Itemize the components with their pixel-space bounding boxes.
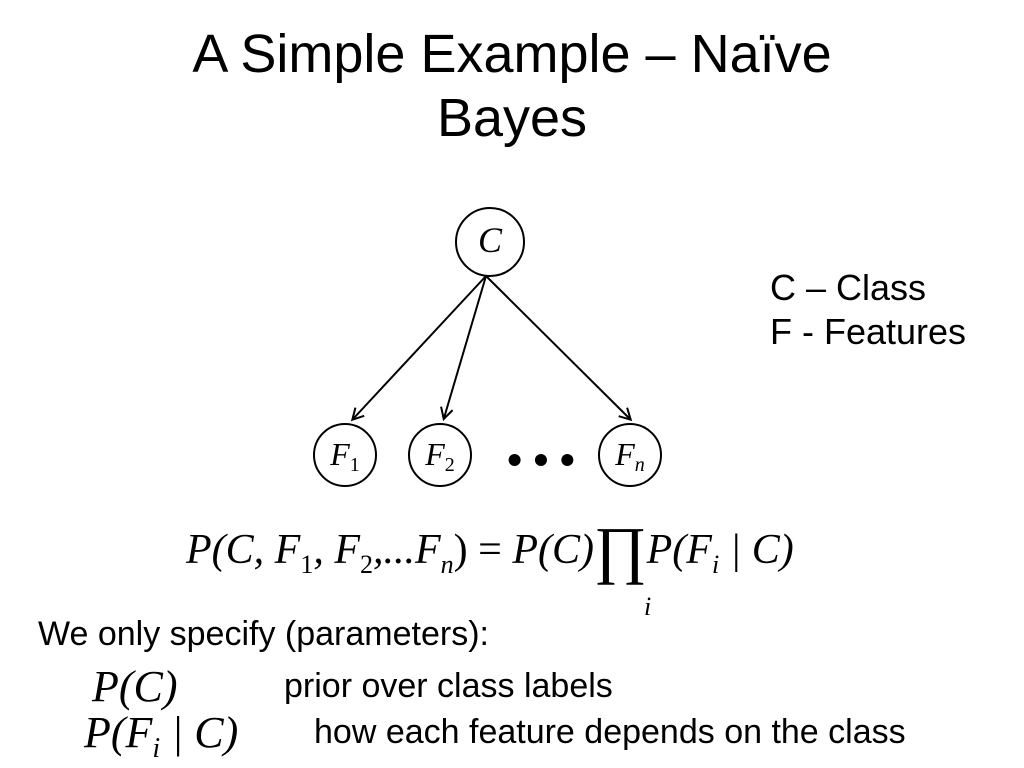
node-feature-n: [598, 423, 662, 487]
eq-equals: =: [467, 527, 513, 573]
node-feature-n-label: Fn: [614, 436, 645, 476]
param-likelihood-close: | C): [160, 708, 239, 757]
param-likelihood-open: P(F: [84, 708, 153, 757]
eq-prior: P(C): [512, 527, 594, 573]
node-feature-1-index: 1: [350, 454, 360, 476]
node-feature-n-letter: F: [614, 436, 635, 472]
eq-lhs-mid-2: ,...F: [372, 527, 441, 573]
eq-lhs-mid-1: , F: [313, 527, 360, 573]
eq-lhs-open: P(C, F: [186, 527, 301, 573]
node-feature-2-letter: F: [424, 436, 445, 472]
eq-likelihood-open: P(F: [646, 527, 712, 573]
node-class-label: C: [478, 220, 503, 260]
node-feature-2-index: 2: [445, 454, 455, 476]
slide-title-line-1: A Simple Example – Naïve: [192, 24, 832, 84]
eq-product-symbol: ∏: [593, 514, 647, 585]
slide-title: A Simple Example – Naïve Bayes: [0, 22, 1024, 150]
eq-product-index: i: [644, 592, 652, 621]
node-class-c: [455, 207, 525, 277]
param-likelihood-expression: P(Fi | C): [84, 708, 239, 763]
param-prior-expression: P(C): [92, 662, 178, 712]
eq-likelihood-close: | C): [719, 527, 794, 573]
param-prior-expr: P(C): [92, 662, 178, 711]
eq-lhs-sub-1: 1: [300, 550, 314, 579]
legend-class: C – Class: [770, 267, 927, 308]
eq-lhs-close: ): [453, 527, 468, 573]
node-ellipsis: • • •: [507, 436, 574, 483]
parameters-intro: We only specify (parameters):: [38, 615, 489, 653]
param-prior-description: prior over class labels: [284, 667, 613, 705]
param-likelihood-sub: i: [152, 733, 161, 764]
eq-lhs-sub-2: 2: [359, 550, 373, 579]
node-feature-n-index: n: [635, 454, 645, 476]
eq-likelihood-sub: i: [711, 550, 720, 579]
node-feature-2-label: F2: [424, 436, 455, 476]
edge-c-to-f2: [444, 275, 487, 418]
node-feature-1-letter: F: [329, 436, 350, 472]
node-feature-1: [313, 423, 377, 487]
legend: C – Class F - Features: [770, 266, 966, 354]
slide-title-line-2: Bayes: [436, 88, 588, 148]
eq-lhs-sub-n: n: [440, 550, 454, 579]
legend-features: F - Features: [770, 311, 967, 352]
param-likelihood-description: how each feature depends on the class: [314, 713, 906, 751]
naive-bayes-graph: C F1 F2 • • • Fn: [313, 207, 662, 487]
node-feature-2: [408, 423, 472, 487]
node-feature-1-label: F1: [329, 436, 360, 476]
joint-probability-equation: P(C, F1, F2,...Fn) = P(C)∏P(Fi | C): [186, 518, 794, 600]
edge-c-to-f1: [353, 275, 487, 419]
edge-c-to-fn: [485, 275, 630, 419]
